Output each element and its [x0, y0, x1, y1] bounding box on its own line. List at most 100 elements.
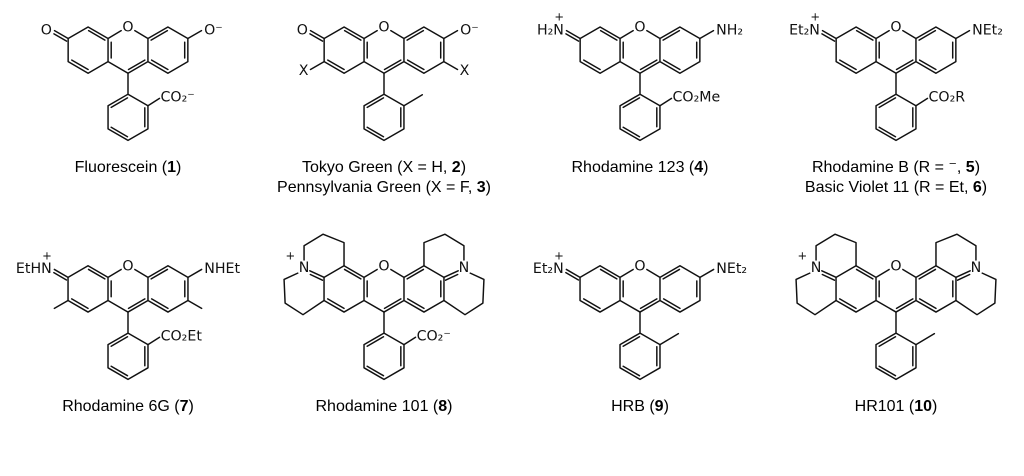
- caption-text: Pennsylvania Green (X = F,: [277, 179, 477, 197]
- exo-right-bond: [443, 29, 459, 40]
- caption-number: 2: [451, 159, 461, 176]
- right-substituent-label: NEt₂: [716, 261, 747, 277]
- caption-text: ): [176, 159, 182, 176]
- left-substituent-label: O: [297, 22, 308, 38]
- right-substituent-label: NEt₂: [972, 22, 1003, 38]
- caption-number: 3: [476, 179, 486, 197]
- caption-text: Rhodamine 101 (: [315, 398, 439, 415]
- bridge-oxygen-label: O: [634, 20, 645, 36]
- structure-caption: Rhodamine 6G (7): [62, 397, 194, 417]
- right-nitrogen-label: N: [971, 260, 982, 276]
- caption-number: 6: [972, 179, 982, 197]
- left-nitrogen-label: N: [299, 260, 310, 276]
- caption-line: Tokyo Green (X = H, 2): [277, 158, 491, 178]
- structure-cell-hr101: O N + N HR101 (10): [768, 230, 1024, 417]
- caption-text: ): [460, 159, 467, 176]
- pendant-phenyl-bonds: [107, 311, 149, 381]
- structure-caption: HRB (9): [611, 397, 669, 417]
- exo-left-double-bond: [565, 268, 581, 281]
- exo-right-bond: [699, 268, 715, 279]
- structure-drawing-rhodamine-6g: O EtHN + NHEt CO₂Et: [16, 248, 241, 381]
- bridge-oxygen-label: O: [890, 20, 901, 36]
- xanthene-double-bonds: [71, 29, 186, 71]
- caption-text: Basic Violet 11 (R = Et,: [804, 179, 973, 197]
- left-charge-label: +: [810, 10, 820, 24]
- caption-line: Rhodamine 123 (4): [572, 158, 709, 178]
- caption-text: ): [188, 398, 194, 415]
- bridge-oxygen-label: O: [378, 259, 389, 275]
- left-charge-label: +: [286, 248, 296, 262]
- exo-left-double-bond: [309, 29, 325, 42]
- structure-caption: HR101 (10): [855, 397, 938, 417]
- caption-text: ): [485, 179, 491, 197]
- julolidine-left-bonds: [283, 233, 345, 316]
- figure-row-2: O EtHN + NHEt CO₂Et Rhodamine 6G (7) O N: [0, 230, 1024, 417]
- exo-left-double-bond: [821, 29, 837, 42]
- pendant-phenyl-bonds: [619, 311, 661, 381]
- caption-number: 4: [694, 159, 704, 176]
- caption-text: HRB (: [611, 398, 655, 415]
- caption-line: Rhodamine 101 (8): [316, 397, 453, 417]
- caption-line: Rhodamine B (R = ⁻, 5): [805, 158, 987, 178]
- left-substituent-label: O: [41, 22, 52, 38]
- caption-number: 8: [438, 398, 448, 415]
- caption-text: Tokyo Green (X = H,: [301, 159, 452, 176]
- caption-text: HR101 (: [854, 398, 915, 415]
- figure-row-1: O O O⁻ CO₂⁻ Fluorescein (1) O O O⁻: [0, 6, 1024, 204]
- structure-drawing-hr101: O N + N: [795, 233, 997, 381]
- left-charge-label: +: [554, 10, 564, 24]
- exo-right-bond: [955, 29, 971, 40]
- xanthene-double-bonds: [326, 268, 442, 310]
- acyl-label: CO₂⁻: [161, 90, 195, 106]
- caption-text: Rhodamine B (R = ⁻,: [811, 159, 966, 176]
- structure-drawing-rhodamine-123: O H₂N + NH₂ CO₂Me: [537, 10, 743, 142]
- structure-cell-rhodamine-101: O N + N CO₂⁻ Rhodamine 101 (8): [256, 230, 512, 417]
- acyl-bond: [659, 97, 673, 107]
- pendant-phenyl-bonds: [107, 72, 149, 142]
- structure-cell-tokyo-green: O O O⁻ X X Tokyo Green (X = H, 2) Pennsy…: [256, 6, 512, 204]
- pendant-phenyl-bonds: [875, 311, 917, 381]
- pendant-phenyl-bonds: [363, 72, 405, 142]
- caption-text: ): [974, 159, 981, 176]
- caption-number: 5: [965, 159, 975, 176]
- structure-drawing-hrb: O Et₂N + NEt₂: [533, 248, 747, 381]
- exo-left-double-bond: [565, 29, 581, 42]
- structure-drawing-fluorescein: O O O⁻ CO₂⁻: [41, 20, 223, 142]
- caption-text: Rhodamine 123 (: [571, 159, 695, 176]
- structure-cell-rhodamine-b: O Et₂N + NEt₂ CO₂R Rhodamine B (R = ⁻, 5…: [768, 6, 1024, 204]
- acyl-bond: [147, 336, 161, 346]
- acyl-label: CO₂Me: [673, 90, 721, 106]
- exo-right-bond: [187, 268, 203, 279]
- structure-cell-rhodamine-123: O H₂N + NH₂ CO₂Me Rhodamine 123 (4): [512, 6, 768, 204]
- caption-text: ): [932, 398, 938, 415]
- caption-line: HR101 (10): [855, 397, 938, 417]
- julolidine-right-bonds: [423, 233, 485, 316]
- caption-number: 7: [179, 398, 189, 415]
- left-substituent-label: Et₂N: [789, 22, 820, 38]
- structure-drawing-rhodamine-101: O N + N CO₂⁻: [283, 233, 485, 381]
- left-charge-label: +: [42, 248, 52, 262]
- caption-line: Pennsylvania Green (X = F, 3): [277, 178, 491, 198]
- bridge-oxygen-label: O: [378, 20, 389, 36]
- bridge-oxygen-label: O: [890, 259, 901, 275]
- julolidine-left-bonds: [795, 233, 857, 316]
- acyl-label: CO₂R: [929, 90, 966, 106]
- x-right-label: X: [460, 63, 470, 79]
- left-charge-label: +: [554, 248, 564, 262]
- xanthene-double-bonds: [839, 29, 954, 71]
- caption-number: 1: [167, 159, 177, 176]
- caption-number: 10: [914, 398, 933, 415]
- xanthene-double-bonds: [582, 268, 698, 310]
- acyl-label: CO₂Et: [161, 328, 203, 344]
- tolyl-methyl-bond: [659, 332, 680, 346]
- bridge-oxygen-label: O: [122, 259, 133, 275]
- right-nitrogen-label: N: [459, 260, 470, 276]
- acyl-bond: [403, 336, 417, 346]
- tolyl-methyl-bond: [915, 332, 936, 346]
- caption-text: Fluorescein (: [74, 159, 168, 176]
- caption-line: Basic Violet 11 (R = Et, 6): [805, 178, 987, 198]
- structure-cell-hrb: O Et₂N + NEt₂ HRB (9): [512, 230, 768, 417]
- bridge-oxygen-label: O: [634, 259, 645, 275]
- julolidine-right-bonds: [935, 233, 997, 316]
